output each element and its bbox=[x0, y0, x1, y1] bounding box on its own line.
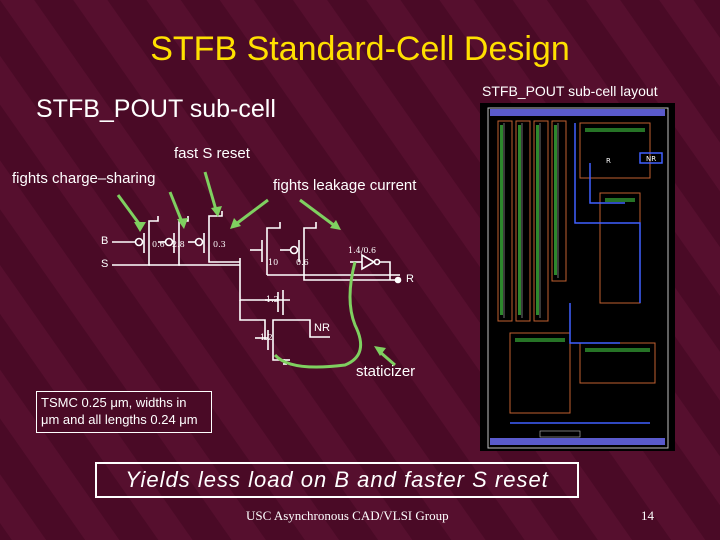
arrow-charge-sharing-2 bbox=[168, 191, 184, 223]
process-note-line2: μm and all lengths 0.24 μm bbox=[41, 412, 198, 427]
width-label-t7: 1.2 bbox=[266, 295, 279, 304]
slide-subtitle: STFB_POUT sub-cell bbox=[36, 95, 276, 123]
staticizer-annotation: staticizer bbox=[356, 363, 416, 380]
page-number: 14 bbox=[641, 508, 654, 523]
staticizer-loop bbox=[273, 261, 363, 369]
slide-title: STFB Standard-Cell Design bbox=[150, 30, 570, 68]
arrow-leakage-1 bbox=[235, 198, 269, 226]
layout-r-label: R bbox=[606, 157, 611, 165]
process-note-line1: TSMC 0.25 μm, widths in bbox=[41, 395, 187, 410]
layout-nr-label: NR bbox=[646, 155, 656, 163]
node-nr-label: NR bbox=[314, 322, 330, 334]
width-label-t3: 0.3 bbox=[213, 240, 226, 249]
width-label-t2: 2.8 bbox=[172, 240, 185, 249]
arrow-charge-sharing-1 bbox=[116, 194, 142, 226]
width-label-keeper: 1.4/0.6 bbox=[348, 246, 377, 255]
arrow-leakage-2 bbox=[299, 198, 336, 228]
schematic-diagram bbox=[112, 171, 402, 369]
conclusion-box: Yields less load on B and faster S reset bbox=[95, 462, 579, 498]
bubble-t1 bbox=[134, 237, 144, 247]
layout-label: STFB_POUT sub-cell layout bbox=[482, 83, 658, 99]
width-label-t5: 0.6 bbox=[296, 258, 309, 267]
arrow-fast-reset bbox=[203, 171, 218, 211]
layout-image: NR R bbox=[480, 103, 675, 451]
pin-b-label: B bbox=[101, 235, 109, 247]
footer-group: USC Asynchronous CAD/VLSI Group bbox=[246, 508, 449, 523]
pin-s-label: S bbox=[101, 258, 109, 270]
arrow-staticizer bbox=[379, 350, 396, 367]
process-note-box: TSMC 0.25 μm, widths in μm and all lengt… bbox=[36, 391, 212, 433]
pin-r-label: R bbox=[406, 273, 414, 285]
fast-reset-annotation: fast S reset bbox=[174, 145, 250, 162]
charge-sharing-annotation: fights charge–sharing bbox=[12, 170, 156, 187]
width-label-t1: 0.6 bbox=[152, 240, 165, 249]
leakage-annotation: fights leakage current bbox=[273, 177, 417, 194]
width-label-t8: 1.2 bbox=[260, 333, 273, 342]
width-label-t4: 10 bbox=[268, 258, 279, 267]
